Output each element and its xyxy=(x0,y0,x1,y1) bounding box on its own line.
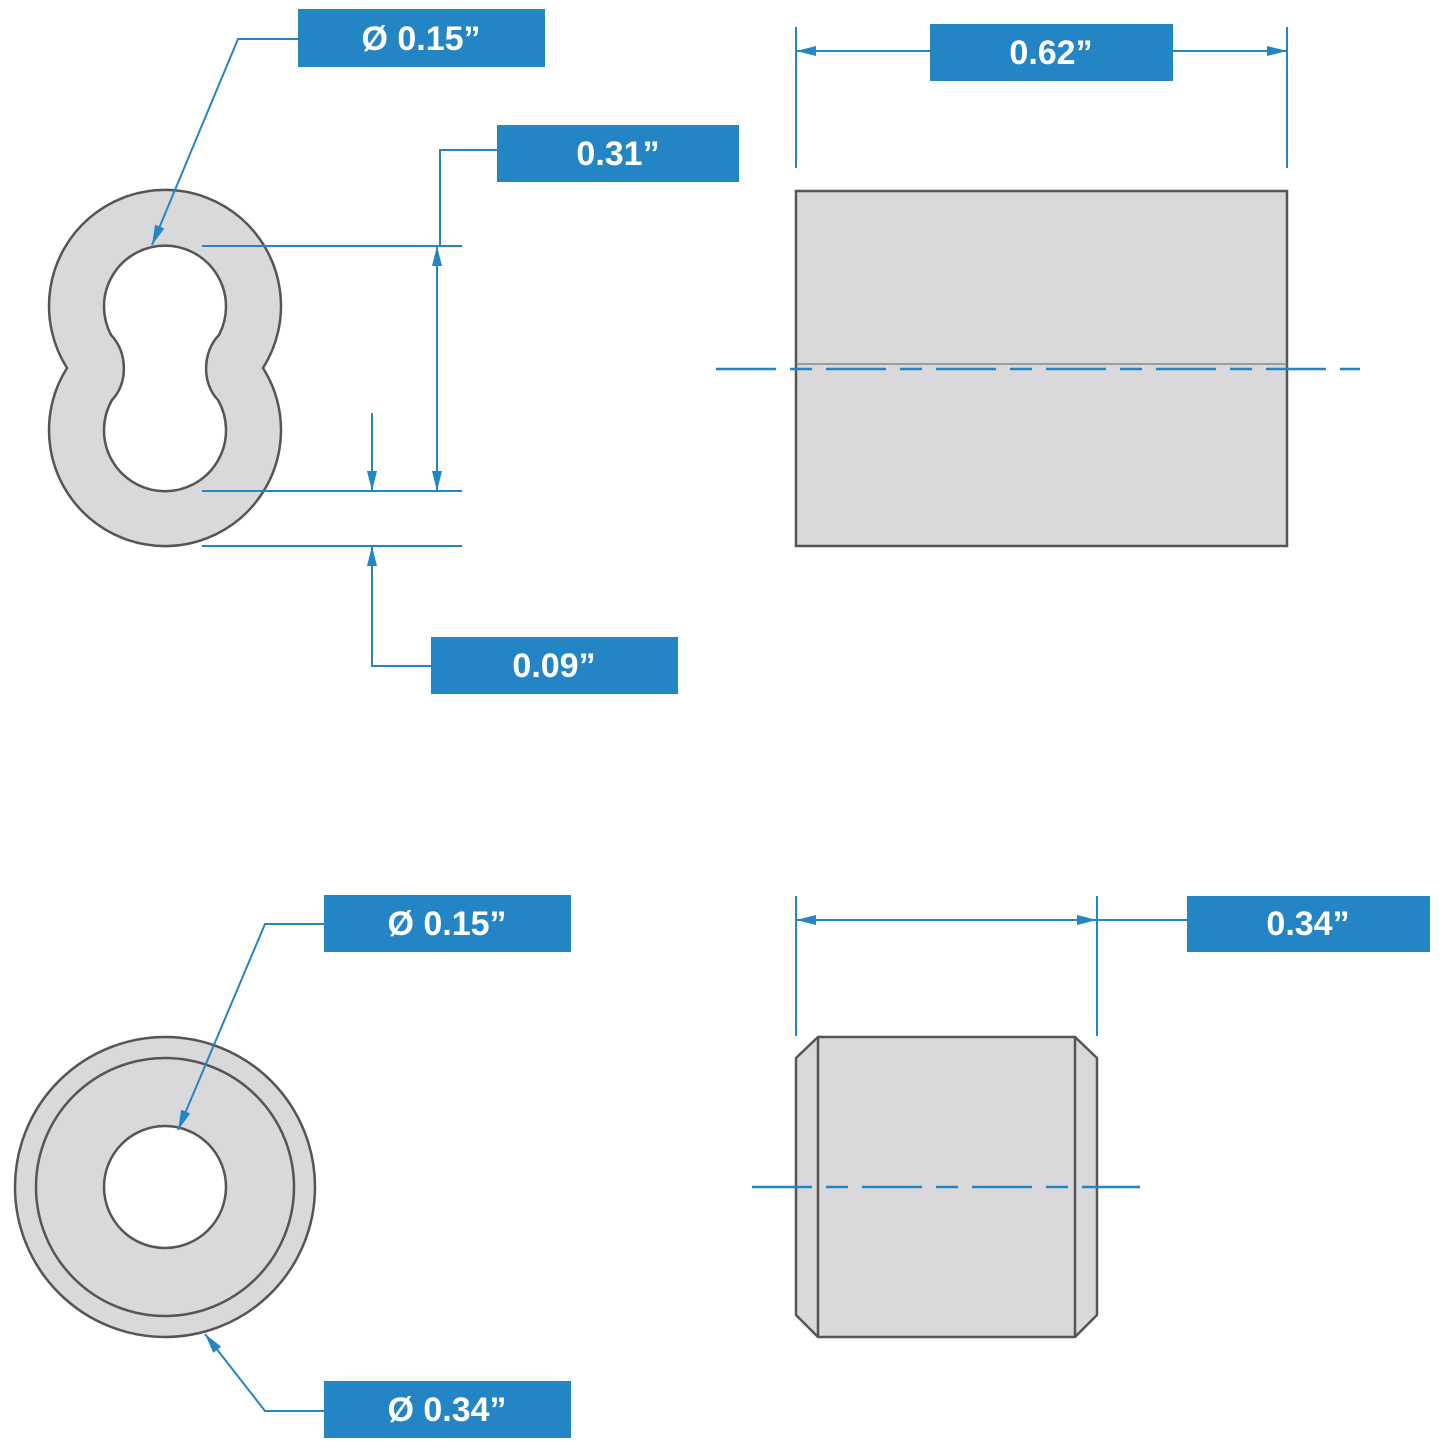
outer-diameter-label: Ø 0.34” xyxy=(387,1391,506,1429)
slot-length-label: 0.31” xyxy=(576,135,659,173)
inner-diameter-leader xyxy=(151,38,298,246)
bore-diameter-label: Ø 0.15” xyxy=(387,905,506,943)
length-label-box xyxy=(1187,896,1430,952)
length-label-box xyxy=(930,24,1173,81)
outer-diameter-leader xyxy=(204,1333,324,1412)
round-end-view: Ø 0.15” Ø 0.34” xyxy=(13,895,571,1438)
slot-length-leader xyxy=(439,149,497,246)
length-label: 0.62” xyxy=(1009,34,1092,72)
outer-diameter-label-box xyxy=(324,1381,571,1438)
inner-diameter-label: Ø 0.15” xyxy=(361,20,480,58)
figure8-side-view: 0.62” xyxy=(716,24,1360,548)
figure8-end-view: 0.31” 0.09” Ø 0.15” xyxy=(47,9,739,694)
bore-diameter-leader xyxy=(177,923,324,1131)
wall-thickness-leader xyxy=(367,546,431,667)
bore-diameter-label-box xyxy=(324,895,571,952)
slot-length-label-box xyxy=(497,125,739,182)
figure8-sleeve-profile xyxy=(47,188,283,548)
wall-thickness-label-box xyxy=(431,637,678,694)
wall-thickness-label: 0.09” xyxy=(512,647,595,685)
inner-diameter-label-box xyxy=(298,9,545,67)
length-label: 0.34” xyxy=(1266,905,1349,943)
bore-hole xyxy=(102,1124,228,1250)
round-side-view: 0.34” xyxy=(752,896,1430,1339)
